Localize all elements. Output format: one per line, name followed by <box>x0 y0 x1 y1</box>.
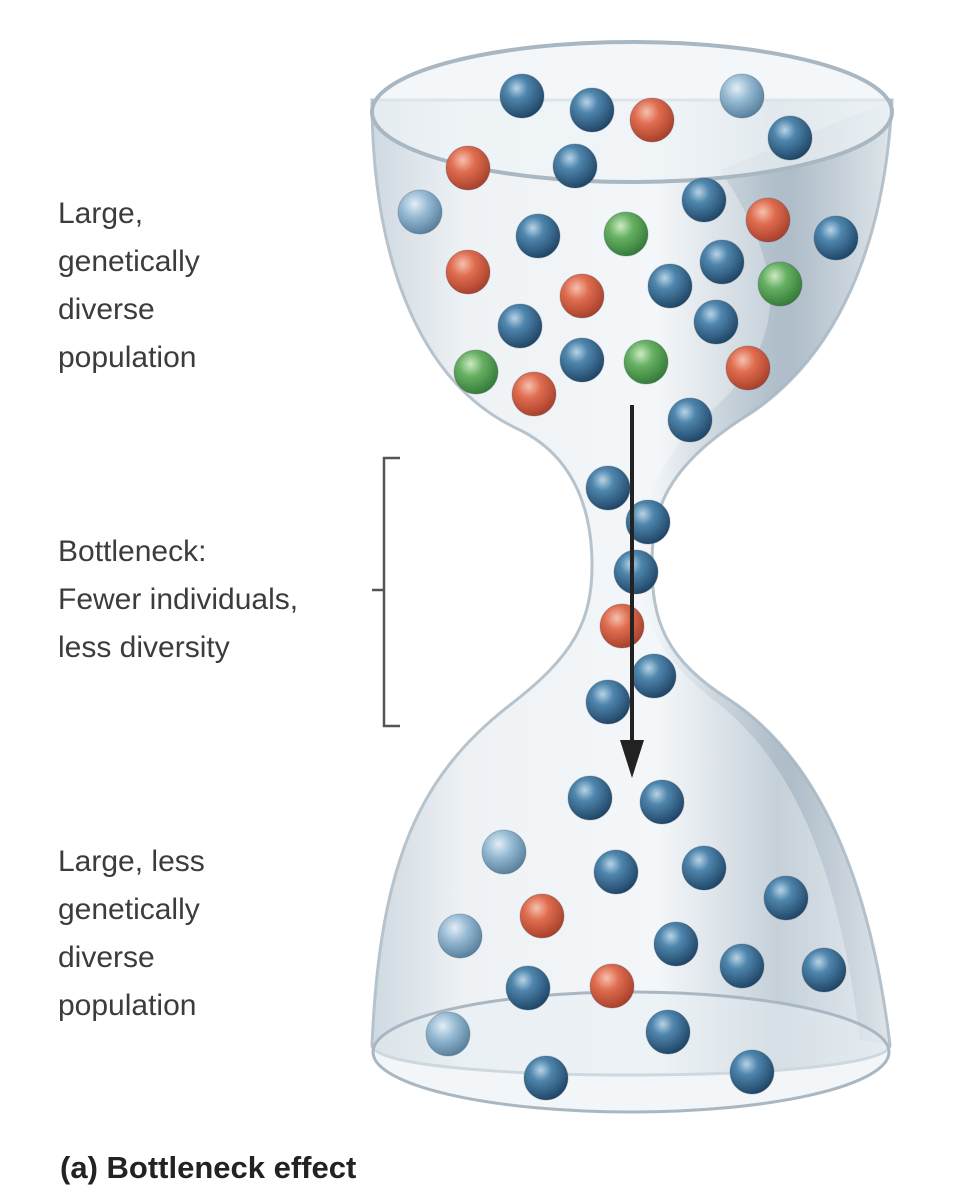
top-population-blue-ball <box>681 177 727 223</box>
top-population-blue-ball <box>559 337 605 383</box>
bottom-population-blue-ball <box>645 1009 691 1055</box>
top-population-red-ball <box>445 249 491 295</box>
top-population-blue-ball <box>515 213 561 259</box>
top-population-blue-ball <box>693 299 739 345</box>
bottom-population-blue-ball <box>639 779 685 825</box>
top-population-red-ball <box>445 145 491 191</box>
top-population-blue-ball <box>699 239 745 285</box>
top-population-blue-ball <box>552 143 598 189</box>
top-population-red-ball <box>559 273 605 319</box>
allele-balls <box>397 73 859 1101</box>
bottleneck-red-ball <box>599 603 645 649</box>
top-population-red-ball <box>745 197 791 243</box>
label-large-diverse-population: Large, genetically diverse population <box>58 197 200 374</box>
top-population-green-ball <box>757 261 803 307</box>
bottom-population-blue-ball <box>481 829 527 875</box>
bottleneck-blue-ball <box>631 653 677 699</box>
bottom-population-blue-ball <box>763 875 809 921</box>
bottom-population-blue-ball <box>729 1049 775 1095</box>
bottleneck-blue-ball <box>585 465 631 511</box>
bottleneck-blue-ball <box>625 499 671 545</box>
top-population-green-ball <box>603 211 649 257</box>
top-population-blue-ball <box>767 115 813 161</box>
top-population-red-ball <box>511 371 557 417</box>
bottom-population-blue-ball <box>653 921 699 967</box>
bottom-population-red-ball <box>589 963 635 1009</box>
bottom-population-blue-ball <box>567 775 613 821</box>
label-large-less-diverse-population: Large, less genetically diverse populati… <box>58 845 205 1022</box>
bottom-population-blue-ball <box>593 849 639 895</box>
bottleneck-blue-ball <box>585 679 631 725</box>
bottom-population-blue-ball <box>681 845 727 891</box>
top-population-blue-ball <box>497 303 543 349</box>
top-population-blue-ball <box>667 397 713 443</box>
top-population-red-ball <box>629 97 675 143</box>
top-population-blue-ball <box>569 87 615 133</box>
bottom-population-blue-ball <box>437 913 483 959</box>
top-population-blue-ball <box>813 215 859 261</box>
top-population-green-ball <box>623 339 669 385</box>
top-population-blue-ball <box>397 189 443 235</box>
bottleneck-bracket <box>372 456 400 728</box>
bottom-population-blue-ball <box>505 965 551 1011</box>
bottle-shading <box>640 100 892 1045</box>
top-population-red-ball <box>725 345 771 391</box>
top-population-green-ball <box>453 349 499 395</box>
bottleneck-blue-ball <box>613 549 659 595</box>
label-bottleneck: Bottleneck: Fewer individuals, less dive… <box>58 535 299 664</box>
top-population-blue-ball <box>499 73 545 119</box>
bottom-population-blue-ball <box>719 943 765 989</box>
top-population-blue-ball <box>647 263 693 309</box>
bottom-population-red-ball <box>519 893 565 939</box>
top-population-blue-ball <box>719 73 765 119</box>
bottom-population-blue-ball <box>801 947 847 993</box>
arrow-head <box>620 740 644 778</box>
figure-caption: (a) Bottleneck effect <box>60 1150 357 1185</box>
bottom-population-blue-ball <box>425 1011 471 1057</box>
bottom-population-blue-ball <box>523 1055 569 1101</box>
